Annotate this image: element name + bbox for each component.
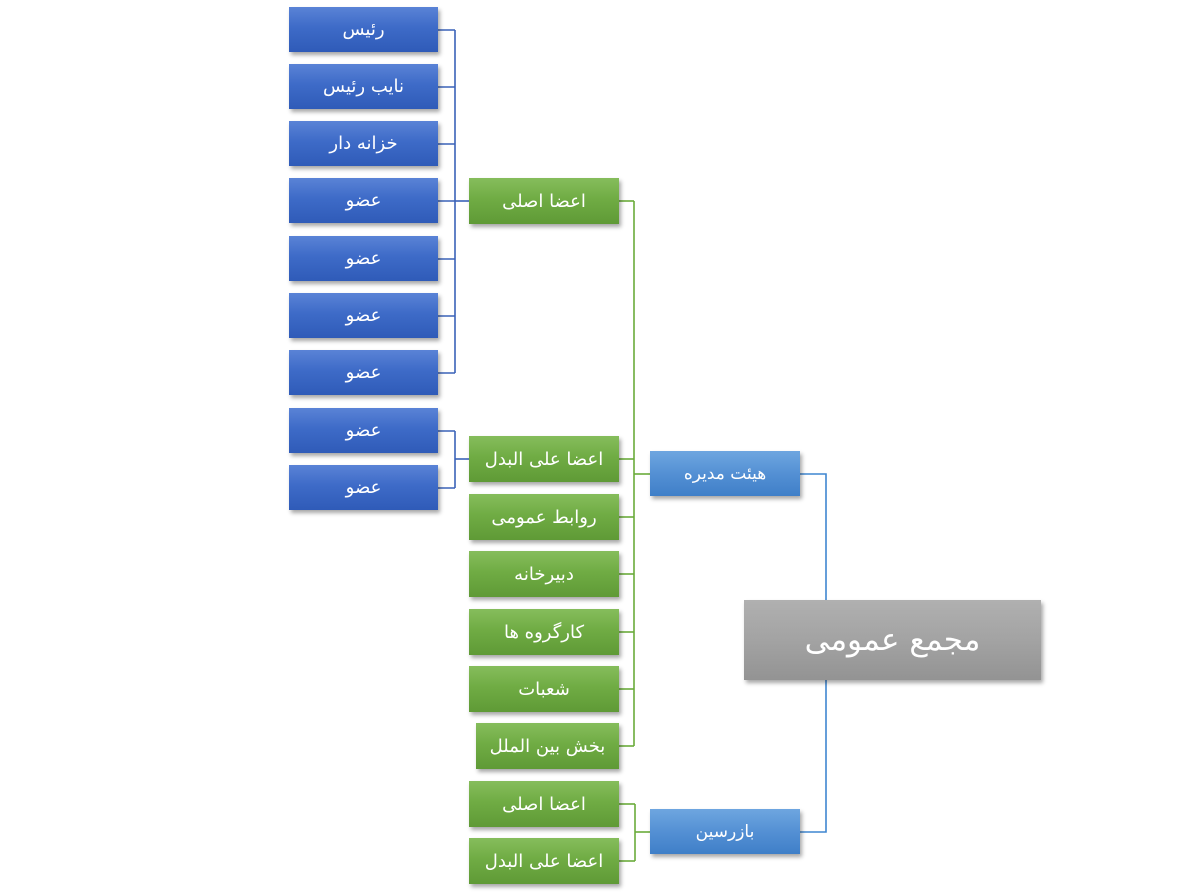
connector-root-inspectors — [800, 680, 827, 833]
node-board-alternate-members[interactable]: اعضا علی البدل — [469, 436, 619, 482]
node-label: کارگروه ها — [503, 621, 585, 643]
node-alternate-member[interactable]: عضو — [289, 465, 438, 510]
node-label: شعبات — [518, 678, 570, 700]
node-inspectors-alternate-members[interactable]: اعضا علی البدل — [469, 838, 619, 884]
node-member[interactable]: عضو — [289, 293, 438, 338]
node-general-assembly[interactable]: مجمع عمومی — [744, 600, 1041, 680]
node-label: اعضا اصلی — [502, 190, 586, 212]
node-inspectors[interactable]: بازرسین — [650, 809, 800, 854]
node-label: اعضا علی البدل — [484, 850, 604, 872]
node-label: مجمع عمومی — [804, 622, 981, 658]
node-member[interactable]: عضو — [289, 178, 438, 223]
node-label: عضو — [345, 190, 382, 211]
node-label: عضو — [345, 362, 382, 383]
node-working-groups[interactable]: کارگروه ها — [469, 609, 619, 655]
node-chairman[interactable]: رئیس — [289, 7, 438, 52]
node-label: اعضا اصلی — [502, 793, 586, 815]
node-member[interactable]: عضو — [289, 350, 438, 395]
node-label: رئیس — [342, 19, 385, 40]
node-inspectors-main-members[interactable]: اعضا اصلی — [469, 781, 619, 827]
node-label: هیئت مدیره — [683, 463, 767, 484]
connector-root-board — [800, 473, 827, 600]
node-alternate-member[interactable]: عضو — [289, 408, 438, 453]
node-label: عضو — [345, 420, 382, 441]
node-label: عضو — [345, 477, 382, 498]
node-label: نایب رئیس — [323, 76, 404, 97]
node-label: روابط عمومی — [491, 506, 597, 528]
node-label: دبیرخانه — [514, 563, 574, 585]
node-label: عضو — [345, 305, 382, 326]
node-label: بخش بین الملل — [489, 735, 606, 757]
node-board-main-members[interactable]: اعضا اصلی — [469, 178, 619, 224]
node-secretariat[interactable]: دبیرخانه — [469, 551, 619, 597]
node-board-of-directors[interactable]: هیئت مدیره — [650, 451, 800, 496]
node-treasurer[interactable]: خزانه دار — [289, 121, 438, 166]
node-vice-chairman[interactable]: نایب رئیس — [289, 64, 438, 109]
node-label: خزانه دار — [329, 133, 398, 154]
node-member[interactable]: عضو — [289, 236, 438, 281]
node-branches[interactable]: شعبات — [469, 666, 619, 712]
node-label: بازرسین — [695, 821, 755, 842]
node-label: اعضا علی البدل — [484, 448, 604, 470]
node-label: عضو — [345, 248, 382, 269]
node-public-relations[interactable]: روابط عمومی — [469, 494, 619, 540]
node-international-department[interactable]: بخش بین الملل — [476, 723, 619, 769]
